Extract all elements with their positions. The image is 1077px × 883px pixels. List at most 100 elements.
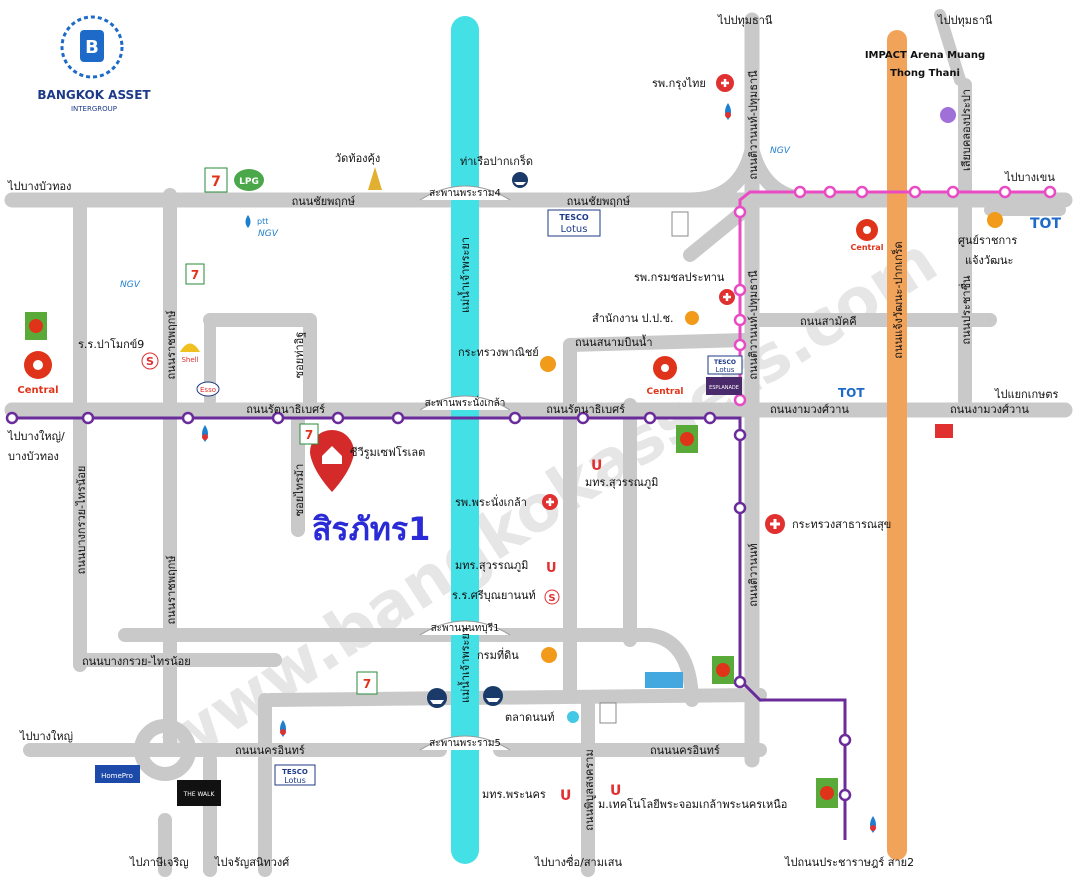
esplanade-icon: ESPLANADE [706, 377, 742, 395]
homepro-icon: HomePro [95, 765, 140, 783]
svg-text:LPG: LPG [239, 177, 259, 187]
direction-label: ไปบางเขน [1004, 171, 1055, 184]
station-pink [908, 185, 922, 199]
tot-logo: TOT [1030, 216, 1061, 232]
poi-label: กระทรวงพาณิชย์ [458, 346, 539, 359]
central-logo: Central [851, 219, 884, 252]
svg-text:TESCO: TESCO [559, 213, 589, 222]
svg-text:Central: Central [851, 243, 884, 252]
university-icon: U [546, 561, 557, 576]
ngv-logo: NGV [770, 146, 791, 156]
direction-label: ไปบางใหญ่ [19, 730, 73, 743]
project-title: สิรภัทร1 [312, 510, 430, 548]
poi-label: รพ.กรุงไทย [652, 77, 706, 90]
direction-label: ไปบางใหญ่/ [7, 430, 65, 443]
impact-label: IMPACT Arena Muang [865, 50, 985, 61]
central-icon [712, 656, 734, 684]
poi-label: ร.ร.ศรีบุณยานนท์ [452, 589, 536, 602]
river-label: แม่น้ำเจ้าพระยา [457, 627, 472, 703]
road-label: ถนนสนามบินน้ำ [575, 334, 653, 349]
direction-label: ไปปทุมธานี [937, 14, 993, 27]
poi-label: ศูนย์ราชการ [958, 234, 1017, 247]
hospital-icon [719, 289, 735, 305]
road-label: ถนนสามัคคี [800, 315, 857, 328]
station-purple [81, 411, 95, 425]
road-label: ถนนราชพฤกษ์ [165, 555, 178, 624]
station-pink [855, 185, 869, 199]
brand-logo: B [60, 15, 124, 79]
road-north-pathum [934, 9, 966, 86]
esso-icon: Esso [196, 381, 220, 397]
poi-label: ม.เทคโนโลยีพระจอมเกล้าพระนครเหนือ [598, 797, 787, 811]
direction-label: ไปถนนประชาราษฎร์ สาย2 [784, 856, 914, 869]
road-label: ถนนชัยพฤกษ์ [567, 195, 631, 208]
svg-text:Central: Central [646, 387, 683, 397]
road-network [4, 9, 1073, 877]
road-label: ถนนชัยพฤกษ์ [292, 195, 356, 208]
poi-label: ตลาดนนท์ [505, 711, 555, 724]
road-label: ถนนงามวงศ์วาน [950, 403, 1029, 416]
svg-text:Lotus: Lotus [716, 366, 735, 374]
svg-text:TESCO: TESCO [714, 359, 736, 366]
station-purple [733, 428, 747, 442]
road-label: ถนนนครอินทร์ [235, 744, 305, 757]
svg-text:TESCO: TESCO [282, 768, 308, 776]
station-purple [733, 501, 747, 515]
impact-label: Thong Thani [890, 68, 960, 79]
building-icon [599, 702, 617, 724]
seven-eleven-icon: 7 [356, 671, 378, 695]
station-purple [703, 411, 717, 425]
university-icon: U [560, 788, 571, 804]
poi-label: ซีวีรูมเซฟโรเลต [350, 445, 425, 459]
svg-text:Lotus: Lotus [284, 776, 306, 785]
bridge-rama4-label: สะพานพระราม4 [429, 188, 501, 199]
station-pink [823, 185, 837, 199]
ptt-station-icon [870, 816, 876, 833]
station-purple [5, 411, 19, 425]
poi-label: กรมที่ดิน [477, 647, 519, 662]
pink-line [733, 185, 1057, 407]
road-sanam-bin-nam-h [563, 333, 752, 352]
svg-text:S: S [548, 593, 555, 604]
road-label: ซอยท่าอิฐ [293, 332, 306, 379]
pier-icon [427, 688, 447, 708]
central-icon [25, 312, 47, 340]
svg-text:7: 7 [363, 677, 371, 691]
bridge-rama5-label: สะพานพระราม5 [429, 738, 501, 749]
road-label: ถนนติวานนท์ [747, 543, 760, 607]
station-purple [331, 411, 345, 425]
purple-line [5, 411, 852, 840]
station-pink [793, 185, 807, 199]
poi-label: มทร.สุวรรณภูมิ [455, 559, 528, 572]
bridge-nonthaburi1-label: สะพานนนทบุรี1 [431, 622, 500, 634]
govt-icon [541, 647, 557, 663]
shell-icon: Shell [180, 343, 200, 364]
svg-text:S: S [146, 355, 154, 368]
ptt-station-icon [725, 103, 731, 120]
road-label: ถนนพิบูลสงคราม [583, 749, 596, 830]
ngv-logo: NGV [120, 280, 141, 290]
svg-text:B: B [85, 37, 99, 58]
road-nonthaburi1 [118, 628, 699, 707]
road-label: ถนนนครอินทร์ [650, 744, 720, 757]
road-label: ถนนประชาชื่น [958, 275, 973, 345]
bridge-nonthaburi1-arc [419, 620, 511, 636]
svg-text:ESPLANADE: ESPLANADE [709, 385, 739, 391]
school-icon: S [544, 589, 560, 605]
station-purple [181, 411, 195, 425]
pier-icon [512, 172, 528, 188]
poi-label: ท่าเรือปากเกร็ด [460, 154, 533, 168]
direction-label: ไปภาษีเจริญ [129, 856, 189, 869]
station-purple [838, 788, 852, 802]
ptt-station-icon [245, 215, 251, 228]
road-label: ถนนราชพฤกษ์ [165, 310, 178, 379]
poi-label: มทร.สุวรรณภูมิ [585, 476, 658, 489]
road-label: ถนนติวานนท์-ปทุมธานี [747, 270, 760, 380]
bank-icon [645, 672, 683, 688]
brand-tagline: INTERGROUP [71, 105, 117, 113]
hospital-icon [542, 494, 558, 510]
tot-logo: TOT [838, 386, 865, 400]
university-icon: U [610, 783, 621, 799]
lpg-icon: LPG [234, 169, 264, 191]
